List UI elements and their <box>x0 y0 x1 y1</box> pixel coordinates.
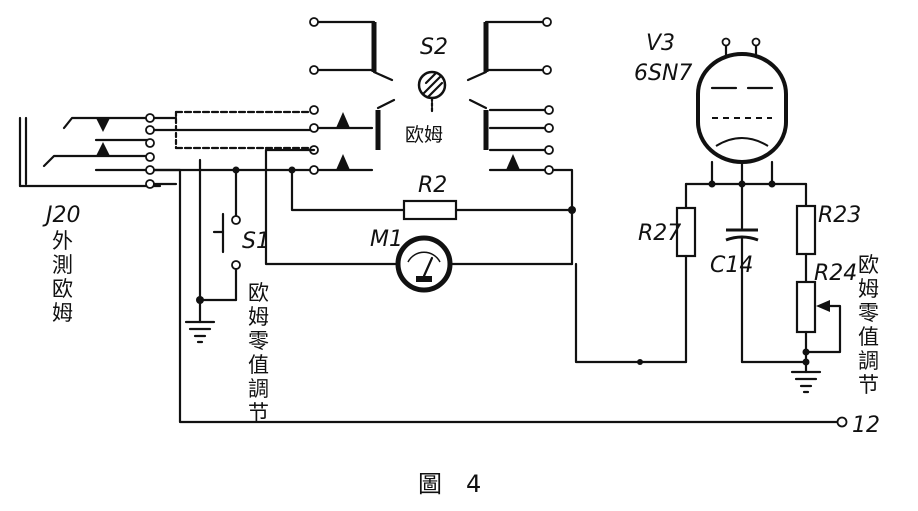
s1-caption-char: 节 <box>248 401 269 425</box>
r2-label: R2 <box>418 173 447 198</box>
j20-caption: 外 測 欧 姆 <box>52 229 73 325</box>
c14-label: C14 <box>710 253 753 278</box>
s1-label: S1 <box>242 229 270 254</box>
j20-caption-char: 測 <box>52 253 73 277</box>
m1-label: M1 <box>370 227 403 252</box>
resistor-r2: R2 <box>288 166 576 221</box>
r24-caption-char: 欧 <box>858 253 879 277</box>
r24-caption: 欧 姆 零 值 調 节 <box>858 253 879 397</box>
r24-caption-char: 零 <box>858 301 879 325</box>
r23-label: R23 <box>818 203 861 228</box>
s1-caption-char: 值 <box>248 353 269 377</box>
j20-caption-char: 外 <box>52 229 73 253</box>
switch-s2: S2 欧姆 <box>309 17 552 150</box>
s1-caption-char: 零 <box>248 329 269 353</box>
figure-caption: 圖 4 <box>418 470 481 498</box>
r24-label: R24 <box>814 261 857 286</box>
s1-caption-char: 姆 <box>248 305 269 329</box>
s1-caption-char: 調 <box>248 377 269 401</box>
tube-v3: V3 6SN7 <box>634 31 788 186</box>
j20-label: J20 <box>42 203 80 228</box>
r24-caption-char: 姆 <box>858 277 879 301</box>
j20-caption-char: 欧 <box>52 277 73 301</box>
meter-m1: M1 <box>264 148 574 293</box>
j20-caption-char: 姆 <box>52 301 73 325</box>
v3-label: V3 <box>646 31 675 56</box>
switch-s1: S1 欧 姆 零 值 調 节 <box>196 166 270 425</box>
terminal-12-label: 12 <box>852 413 880 438</box>
jack-j20: J20 外 測 欧 姆 <box>18 113 162 325</box>
r24-caption-char: 值 <box>858 325 879 349</box>
s2-caption: 欧姆 <box>405 124 443 146</box>
r27-label: R27 <box>638 221 681 246</box>
r24-caption-char: 节 <box>858 373 879 397</box>
ground-left <box>152 158 216 344</box>
s1-caption: 欧 姆 零 值 調 节 <box>248 281 269 425</box>
s1-caption-char: 欧 <box>248 281 269 305</box>
r24-caption-char: 調 <box>858 349 879 373</box>
tube-type-label: 6SN7 <box>634 61 692 86</box>
tube-cathode-network: R27 C14 R23 R24 欧 姆 零 值 調 节 <box>574 180 879 397</box>
wiring-upper <box>152 105 554 175</box>
s2-label: S2 <box>420 35 448 60</box>
line-to-terminal-12: 12 <box>152 168 880 438</box>
